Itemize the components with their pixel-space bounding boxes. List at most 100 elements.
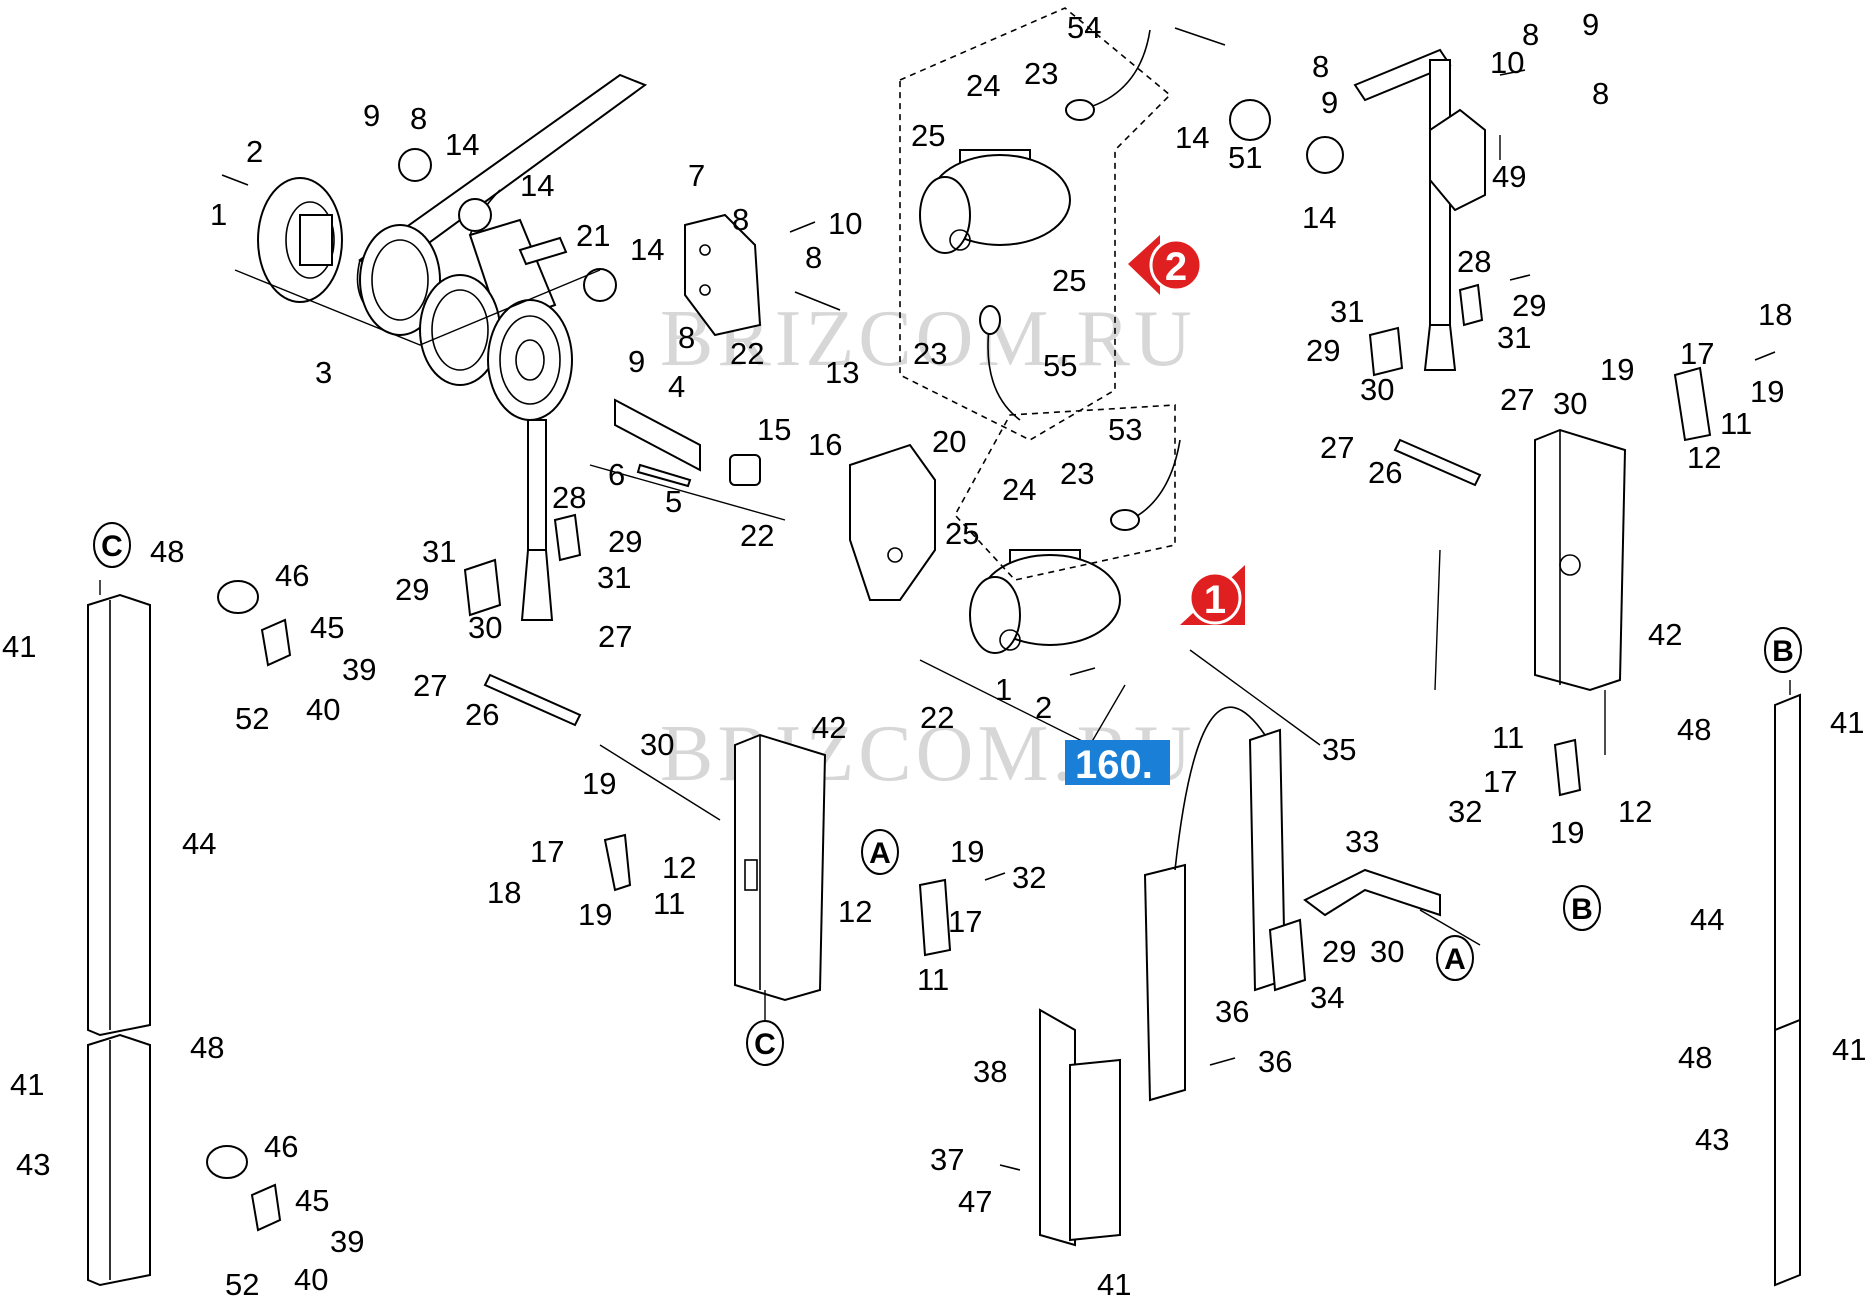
bolt-group <box>221 27 1776 1171</box>
callout: 37 <box>930 1142 964 1177</box>
motor-upper <box>919 149 1071 254</box>
callout: 17 <box>530 834 564 869</box>
callout: 11 <box>1492 720 1524 755</box>
callout: 22 <box>730 336 764 371</box>
callout: 48 <box>1677 712 1711 747</box>
ref-b-right: B <box>1764 627 1802 673</box>
callout: 33 <box>1345 824 1379 859</box>
callout: 22 <box>740 518 774 553</box>
callout: 14 <box>630 232 664 267</box>
svg-text:1: 1 <box>1204 578 1226 622</box>
callout: 44 <box>1690 902 1724 937</box>
callout: 23 <box>913 336 947 371</box>
callout: 21 <box>576 218 610 253</box>
callout: 26 <box>1368 455 1402 490</box>
callout: 17 <box>948 904 982 939</box>
page-number-badge: 160. <box>1065 740 1170 787</box>
ref-b-bottom: B <box>1563 885 1601 931</box>
callout: 31 <box>422 534 456 569</box>
callout: 31 <box>1497 320 1531 355</box>
frame-42-left <box>734 733 827 1002</box>
callout: 11 <box>1720 406 1752 441</box>
callout: 41 <box>1832 1032 1866 1067</box>
callout: 9 <box>1321 85 1338 120</box>
callout: 18 <box>1758 297 1792 332</box>
callout: 52 <box>225 1267 259 1302</box>
svg-text:B: B <box>1772 635 1794 668</box>
callout: 25 <box>1052 263 1086 298</box>
callout: 7 <box>688 158 705 193</box>
callout: 29 <box>395 572 429 607</box>
callout: 41 <box>10 1067 44 1102</box>
callout: 53 <box>1108 412 1142 447</box>
bracket-20 <box>849 443 936 601</box>
strap-right <box>1353 48 1457 371</box>
column-44-left <box>87 593 151 1037</box>
callout: 51 <box>1228 140 1262 175</box>
pulley-disc-left <box>257 177 343 303</box>
callout: 10 <box>828 206 862 241</box>
callout: 28 <box>1457 244 1491 279</box>
marker-2: 2 <box>1128 235 1203 295</box>
callout: 41 <box>1830 705 1864 740</box>
rod-26-left <box>483 673 582 727</box>
callout: 48 <box>190 1030 224 1065</box>
ref-a-right: A <box>1436 935 1474 981</box>
callout: 32 <box>1448 794 1482 829</box>
callout: 8 <box>1592 76 1609 111</box>
svg-text:B: B <box>1571 893 1593 926</box>
svg-text:2: 2 <box>1165 245 1187 289</box>
svg-text:A: A <box>1444 943 1466 976</box>
callout: 23 <box>1024 56 1058 91</box>
callout: 19 <box>578 897 612 932</box>
clamp-lower <box>206 1145 282 1232</box>
callout: 24 <box>966 68 1000 103</box>
motor-option-zones <box>899 7 1176 581</box>
callout-labels: 1 2 3 9 8 14 14 21 14 7 8 10 8 9 8 22 13… <box>2 7 1866 1302</box>
callout: 25 <box>945 516 979 551</box>
callout: 45 <box>295 1183 329 1218</box>
callout: 36 <box>1215 994 1249 1029</box>
callout: 17 <box>1680 336 1714 371</box>
callout: 43 <box>16 1147 50 1182</box>
callout: 27 <box>413 668 447 703</box>
callout: 8 <box>1522 17 1539 52</box>
pulley-large <box>487 299 573 421</box>
callout: 19 <box>950 834 984 869</box>
callout: 19 <box>1600 352 1634 387</box>
callout: 14 <box>1175 120 1209 155</box>
callout: 40 <box>306 692 340 727</box>
callout: 17 <box>1483 764 1517 799</box>
callout: 19 <box>582 766 616 801</box>
motor-lower <box>969 549 1121 654</box>
marker-1: 1 <box>1180 565 1245 625</box>
cap-11-group <box>603 366 1712 957</box>
callout: 42 <box>812 710 846 745</box>
belt-ring-pair <box>359 224 501 386</box>
callout: 8 <box>678 320 695 355</box>
callout: 30 <box>1370 934 1404 969</box>
callout: 27 <box>1500 382 1534 417</box>
callout: 9 <box>1582 7 1599 42</box>
callout: 27 <box>598 619 632 654</box>
callout: 31 <box>597 560 631 595</box>
callout: 8 <box>732 202 749 237</box>
callout: 42 <box>1648 617 1682 652</box>
clamp-upper <box>217 580 292 667</box>
callout: 19 <box>1550 815 1584 850</box>
bracket-49 <box>1429 108 1486 212</box>
callout: 16 <box>808 427 842 462</box>
callout: 14 <box>445 127 479 162</box>
callout: 20 <box>932 424 966 459</box>
callout: 22 <box>920 700 954 735</box>
callout: 15 <box>757 412 791 447</box>
gear-cluster <box>398 99 1344 302</box>
callout: 24 <box>1002 472 1036 507</box>
callout: 9 <box>628 344 645 379</box>
callout: 12 <box>662 850 696 885</box>
callout: 8 <box>805 240 822 275</box>
callout: 43 <box>1695 1122 1729 1157</box>
callout: 28 <box>552 480 586 515</box>
motor-cables <box>979 29 1181 531</box>
svg-text:C: C <box>754 1028 776 1061</box>
